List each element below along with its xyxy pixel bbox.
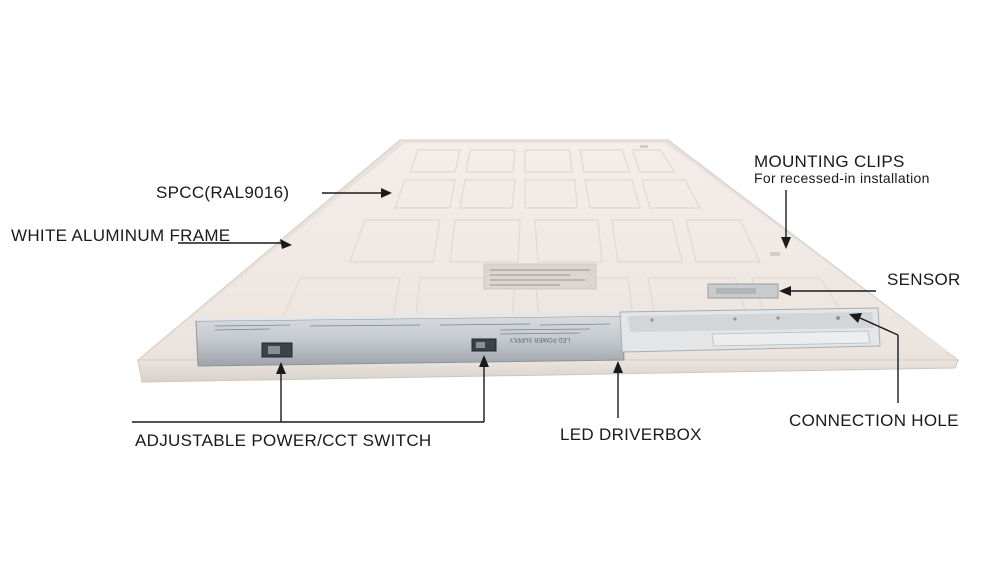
label-mounting-sub: For recessed-in installation	[754, 170, 930, 186]
leader-lines	[132, 188, 899, 423]
label-spcc: SPCC(RAL9016)	[156, 183, 290, 202]
label-driverbox: LED DRIVERBOX	[560, 425, 702, 444]
sensor-module	[707, 283, 779, 299]
label-frame: WHITE ALUMINUM FRAME	[11, 226, 231, 245]
spcc-back-panel	[150, 143, 948, 352]
led-driver-box: LED POWER SUPPLY	[195, 312, 625, 367]
mounting-clips	[640, 145, 780, 256]
driver-box-print: LED POWER SUPPLY	[509, 336, 570, 342]
label-sensor: SENSOR	[887, 270, 961, 289]
label-connection-hole: CONNECTION HOLE	[789, 411, 959, 430]
label-mounting-clips: MOUNTING CLIPS	[754, 152, 905, 171]
connection-rail	[619, 307, 881, 353]
connection-hole-icon	[836, 316, 840, 320]
label-switch: ADJUSTABLE POWER/CCT SWITCH	[135, 431, 432, 450]
